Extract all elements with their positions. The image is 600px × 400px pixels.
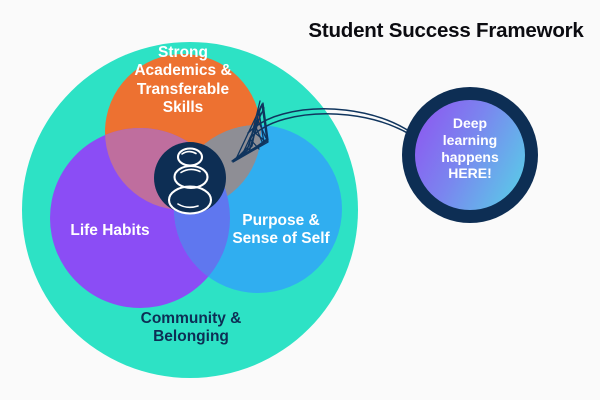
stacked-stones-icon (167, 147, 213, 215)
core-node[interactable] (154, 142, 226, 215)
hand-drawn-arrow (231, 100, 412, 163)
deep-learning-callout[interactable] (402, 87, 538, 223)
page-title: Student Success Framework (308, 19, 584, 42)
